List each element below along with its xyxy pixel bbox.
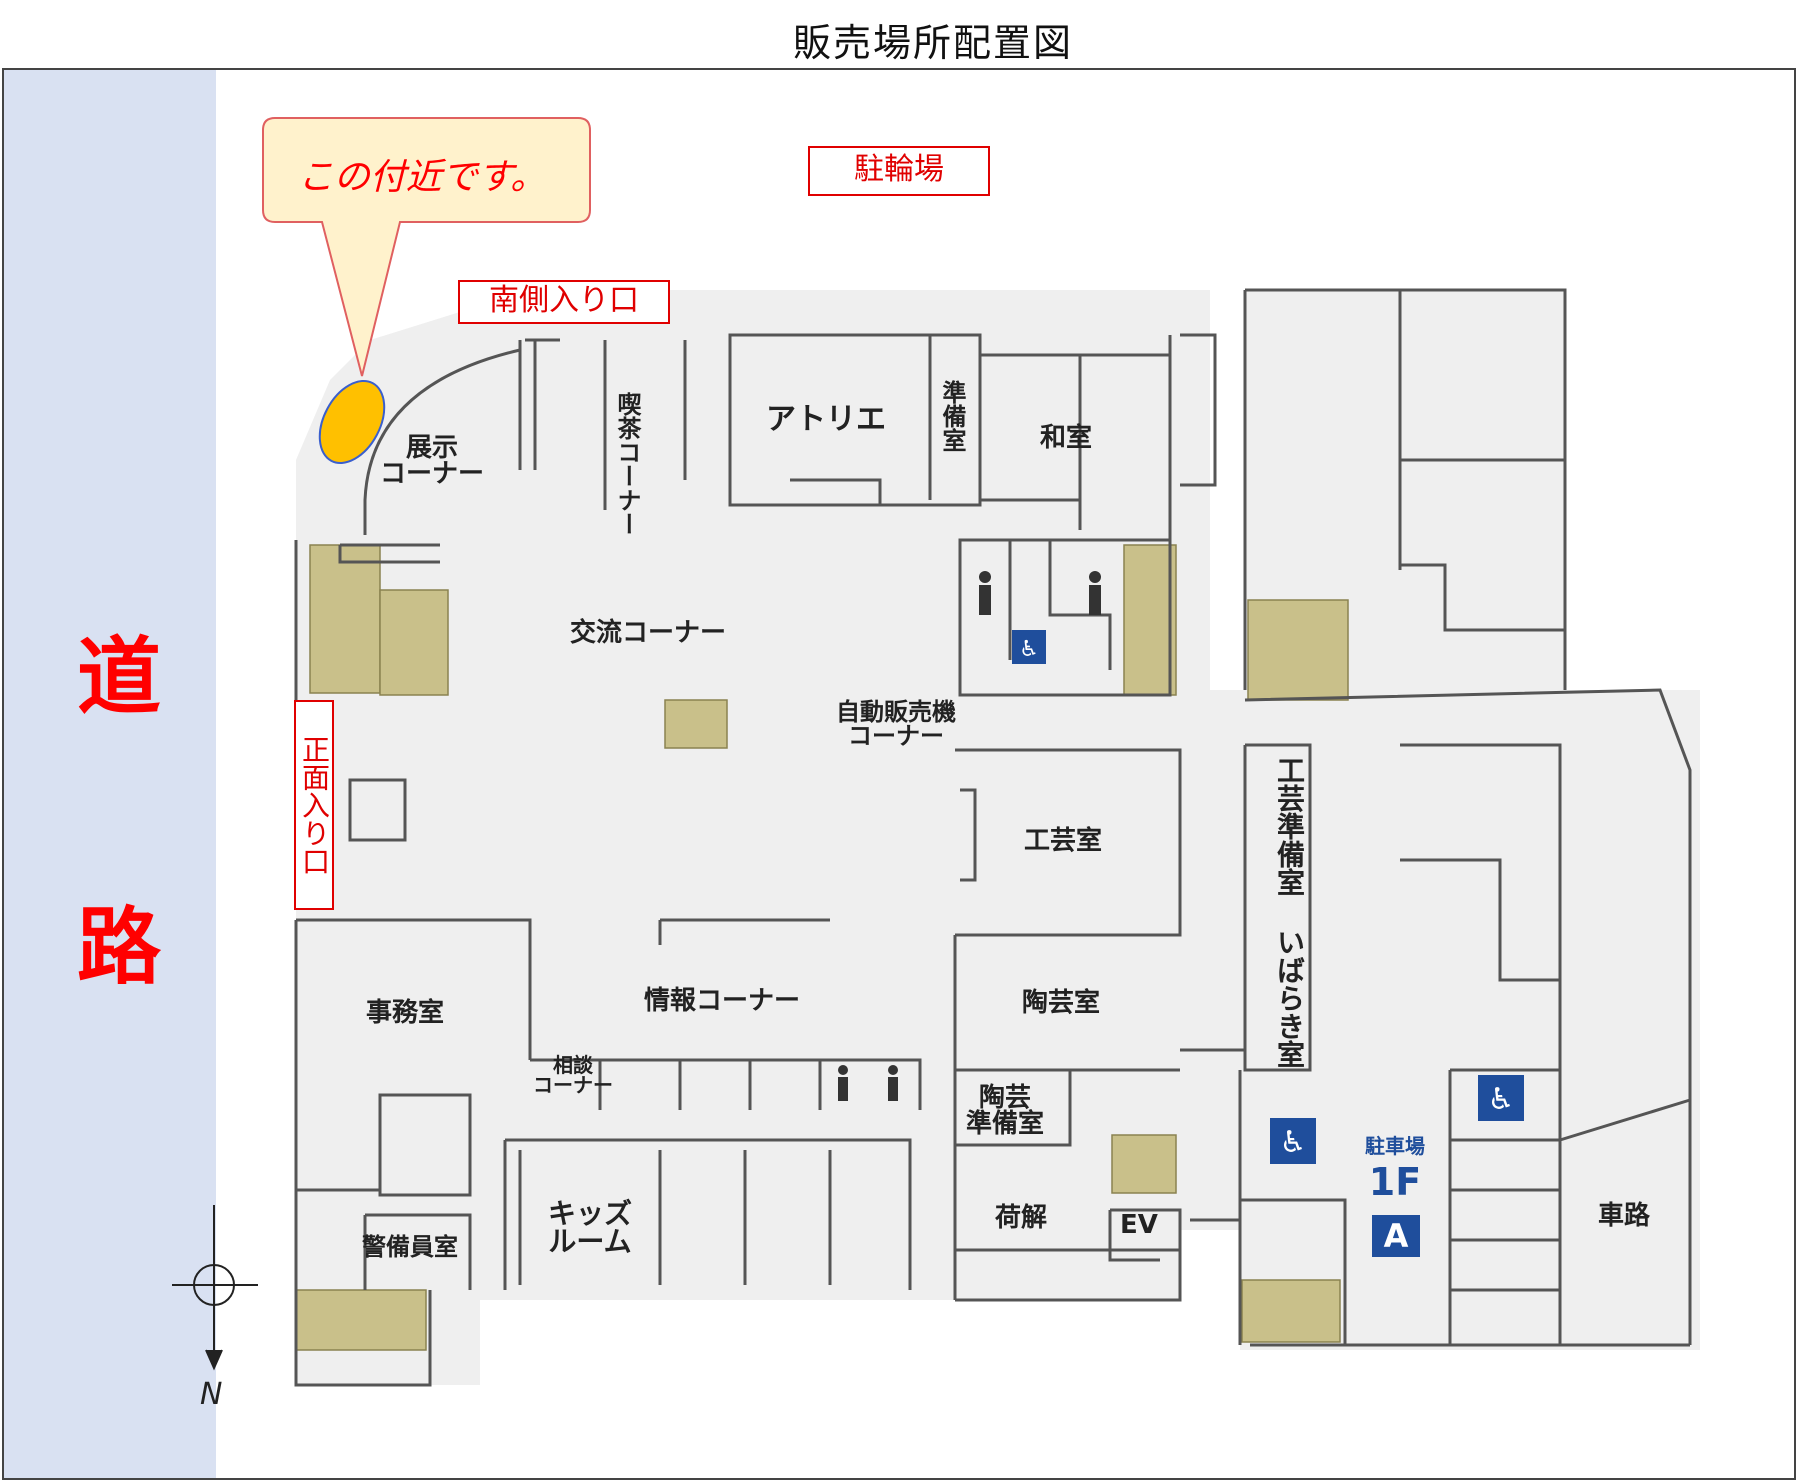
wheelchair-icon xyxy=(1270,1118,1316,1164)
parking-area-badge xyxy=(1372,1215,1420,1257)
room-kids-room: キッズ ルーム xyxy=(548,1197,633,1258)
stairs-west xyxy=(309,544,381,694)
stairs-southwest xyxy=(295,1289,427,1351)
svg-text:♿: ♿ xyxy=(1488,1082,1515,1117)
svg-text:♿: ♿ xyxy=(1280,1125,1307,1160)
road-strip: 道 路 xyxy=(4,70,216,1478)
wheelchair-icon xyxy=(1478,1075,1524,1121)
room-consult-corner: 相談 コーナー xyxy=(533,1053,613,1097)
north-label: N xyxy=(200,1377,223,1412)
stairs-ev xyxy=(1111,1134,1177,1194)
room-craft-prep-room: 工芸準備室 xyxy=(1273,756,1306,896)
road-char-2: 路 xyxy=(76,898,161,996)
parking-label: 駐車場 xyxy=(1365,1134,1425,1158)
room-pottery-room: 陶芸室 xyxy=(1022,988,1101,1018)
stairs-east xyxy=(1247,599,1349,701)
walls xyxy=(294,288,1692,1387)
svg-text:♿: ♿ xyxy=(1019,637,1039,662)
callout-bubble xyxy=(262,117,591,377)
stairs-wc xyxy=(1123,544,1177,696)
room-vending-corner: 自動販売機 コーナー xyxy=(836,698,956,750)
toilet-icons xyxy=(838,571,1101,1101)
room-office: 事務室 xyxy=(366,998,445,1028)
page-title: 販売場所配置図 xyxy=(792,21,1073,65)
room-exchange-corner: 交流コーナー xyxy=(570,618,727,648)
restroom-icon xyxy=(979,571,991,583)
room-pottery-prep-room: 陶芸 準備室 xyxy=(966,1083,1045,1139)
road-char-1: 道 xyxy=(76,628,161,726)
bicycle-parking-sign: 駐輪場 xyxy=(808,146,990,196)
room-unloading: 荷解 xyxy=(995,1203,1048,1233)
accessibility-icons: ♿ ♿ ♿ xyxy=(1012,630,1524,1257)
room-japanese-room: 和室 xyxy=(1040,423,1093,453)
stairs-west-2 xyxy=(379,589,449,696)
room-guard-room: 警備員室 xyxy=(362,1233,458,1261)
map-frame xyxy=(2,68,1796,1480)
room-road-lane: 車路 xyxy=(1598,1201,1651,1231)
room-craft-room: 工芸室 xyxy=(1024,826,1103,856)
restroom-icon xyxy=(888,1065,898,1075)
room-cafe-corner: 喫茶コーナー xyxy=(613,392,641,536)
parking-floor: 1F xyxy=(1368,1160,1422,1204)
room-atelier: アトリエ xyxy=(766,402,886,437)
room-ibaraki-room: いばらき室 xyxy=(1273,928,1306,1068)
front-entrance-sign: 正面入り口 xyxy=(294,700,334,910)
room-info-corner: 情報コーナー xyxy=(644,986,801,1016)
parking-area: A xyxy=(1383,1217,1409,1255)
compass-icon xyxy=(172,1205,258,1371)
room-ev: EV xyxy=(1120,1210,1158,1240)
restroom-icon xyxy=(838,1065,848,1075)
stairs-center xyxy=(664,699,728,749)
stairs-southeast xyxy=(1241,1279,1341,1343)
south-entrance-sign: 南側入り口 xyxy=(458,280,670,324)
location-marker xyxy=(318,379,386,465)
callout-text: この付近です。 xyxy=(297,157,547,198)
room-prep-room: 準備室 xyxy=(938,380,966,452)
wheelchair-icon xyxy=(1012,630,1046,664)
room-exhibition-corner: 展示 コーナー xyxy=(380,433,485,489)
restroom-icon xyxy=(1089,571,1101,583)
